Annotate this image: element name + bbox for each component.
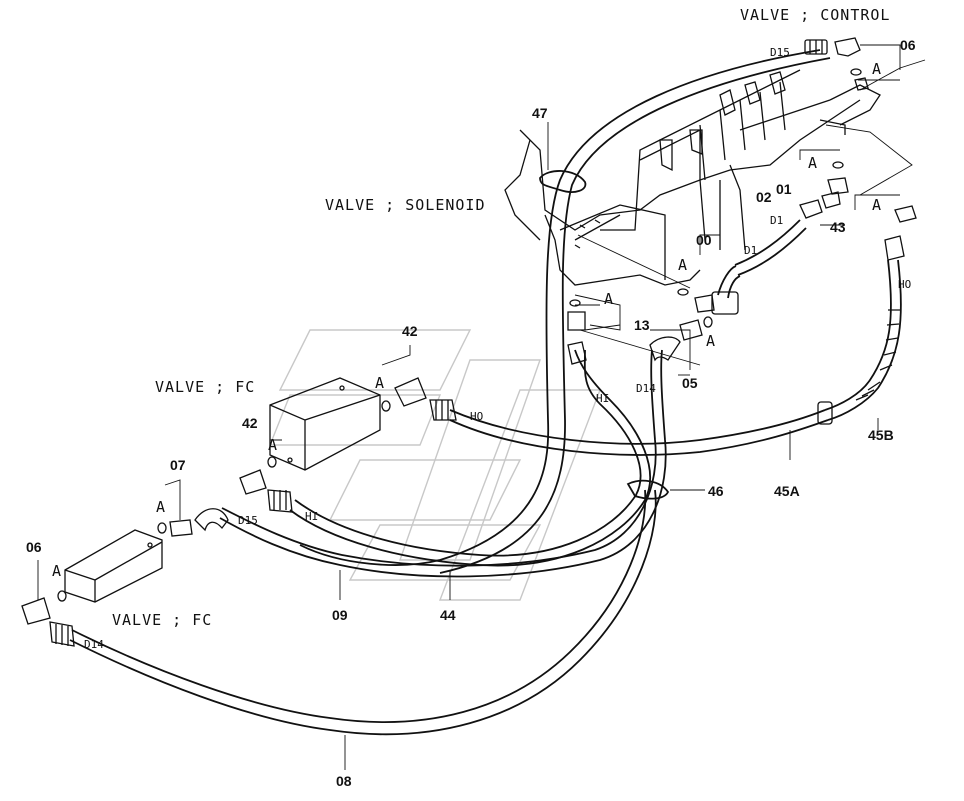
- port-ho-mid: HO: [470, 410, 483, 423]
- background-watermark: [268, 329, 602, 601]
- part-06-top: 06: [900, 37, 916, 53]
- part-45A: 45A: [774, 483, 800, 499]
- hose-45A: [449, 409, 829, 456]
- title-valve-control: VALVE ; CONTROL: [740, 6, 890, 24]
- hose-47-loop: [299, 49, 831, 574]
- part-44: 44: [440, 607, 456, 623]
- part-09: 09: [332, 607, 348, 623]
- part-02: 02: [756, 189, 772, 205]
- detail-marker-a: A: [156, 498, 165, 516]
- part-43: 43: [830, 219, 846, 235]
- title-valve-fc-lower: VALVE ; FC: [112, 611, 212, 629]
- part-07: 07: [170, 457, 186, 473]
- part-08: 08: [336, 773, 352, 789]
- title-valve-fc-upper: VALVE ; FC: [155, 378, 255, 396]
- solenoid-valve-body: [544, 204, 701, 286]
- hose-size-d15-low: D15: [238, 514, 258, 527]
- hose-size-d14-mid: D14: [636, 382, 656, 395]
- detail-marker-a: A: [604, 290, 613, 308]
- part-05: 05: [682, 375, 698, 391]
- title-valve-solenoid: VALVE ; SOLENOID: [325, 196, 486, 214]
- part-00: 00: [696, 232, 712, 248]
- part-42-top: 42: [402, 323, 418, 339]
- hose-size-d14-low: D14: [84, 638, 104, 651]
- hose-45B: [824, 259, 902, 421]
- control-valve-body: [504, 69, 881, 251]
- part-01: 01: [776, 181, 792, 197]
- leader-lines: [575, 59, 926, 366]
- part-06-left: 06: [26, 539, 42, 555]
- fc-valve-lower: [64, 529, 163, 603]
- detail-brackets: [37, 44, 901, 600]
- port-ho-right: HO: [898, 278, 911, 291]
- fc-valve-upper: [269, 377, 381, 471]
- detail-marker-a: A: [678, 256, 687, 274]
- detail-marker-a: A: [808, 154, 817, 172]
- hose-44: [289, 349, 651, 567]
- hose-size-d15-top: D15: [770, 46, 790, 59]
- part-leaders: [339, 122, 879, 770]
- port-hi-low: HI: [305, 510, 318, 523]
- part-13: 13: [634, 317, 650, 333]
- hose-09: [219, 349, 667, 578]
- detail-marker-a: A: [375, 374, 384, 392]
- hose-08: [69, 489, 657, 736]
- detail-marker-a: A: [872, 60, 881, 78]
- hose-size-d1-upper: D1: [770, 214, 783, 227]
- port-hi-mid: HI: [596, 392, 609, 405]
- detail-marker-a: A: [706, 332, 715, 350]
- detail-marker-a: A: [872, 196, 881, 214]
- detail-marker-a: A: [268, 436, 277, 454]
- detail-marker-a: A: [52, 562, 61, 580]
- hose-D1: [717, 219, 807, 299]
- fittings: [21, 37, 917, 647]
- hose-size-d1-lower: D1: [744, 244, 757, 257]
- part-46: 46: [708, 483, 724, 499]
- part-47: 47: [532, 105, 548, 121]
- part-45B: 45B: [868, 427, 894, 443]
- part-42-left: 42: [242, 415, 258, 431]
